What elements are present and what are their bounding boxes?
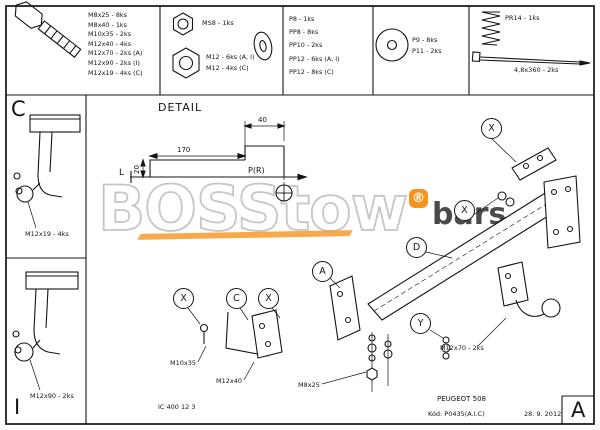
vehicle-model: PEUGEOT 508 [437, 395, 486, 403]
callout-x-mid: X [454, 200, 475, 221]
part-qty-label: P9 - 8ks [412, 36, 438, 44]
detail-dim-20: 20 [133, 165, 141, 174]
bracket-drawing-c [13, 114, 81, 229]
nut-large-qty-list: M12 - 6ks (A, I) M12 - 4ks (C) [206, 52, 254, 74]
callout-d: D [406, 237, 427, 258]
bolt-qty-list: M8x25 - 8ks M8x40 - 1ks M10x35 - 2ks M12… [88, 11, 143, 78]
washer-qty-list: P8 - 1ks PP8 - 8ks PP10 - 2ks PP12 - 6ks… [289, 13, 340, 79]
spring-qty-label: PR14 - 1ks [505, 14, 540, 22]
part-qty-label: M8x25 - 8ks [88, 11, 127, 19]
detail-dim-40: 40 [258, 116, 267, 124]
part-qty-label: M12 - 6ks (A, I) [206, 53, 255, 61]
nut-icon-small [172, 12, 194, 36]
washer-icon [253, 31, 273, 61]
panel-i-part-label: M12x90 - 2ks [30, 392, 74, 400]
assembly-label-m8x25: M8x25 [298, 381, 320, 389]
nut-small-qty-label: MS8 - 1ks [202, 19, 234, 27]
large-washer-icon [375, 28, 409, 62]
callout-a: A [312, 261, 333, 282]
large-washer-qty-list: P9 - 8ks P11 - 2ks [412, 35, 441, 57]
doc-number: IC 400 12 3 [158, 403, 196, 411]
assembly-label-m12x40: M12x40 [216, 377, 242, 385]
bracket-drawing-i [12, 271, 79, 391]
callout-x-left: X [173, 288, 194, 309]
part-qty-label: PP12 - 6ks (A, I) [289, 54, 340, 63]
doc-date: 28. 9. 2012 [524, 410, 562, 418]
detail-drawing [130, 121, 308, 202]
product-code: Kód: P0435(A.I.C) [428, 410, 485, 418]
callout-x-center: X [258, 288, 279, 309]
detail-point-mark: P(R) [248, 166, 265, 175]
nut-icon-large [172, 47, 200, 79]
long-screw-icon [471, 51, 591, 66]
watermark-logo: BOSStow®bars [97, 171, 506, 246]
border-grid [5, 5, 595, 425]
long-screw-qty-label: 4,8x360 - 2ks [514, 66, 559, 74]
part-qty-label: M12x19 - 4ks (C) [88, 68, 143, 77]
part-qty-label: PP12 - 8ks (C) [289, 67, 334, 76]
registered-mark-icon: ® [409, 189, 428, 208]
part-qty-label: PP8 - 8ks [289, 28, 319, 37]
part-qty-label: M12x70 - 2ks (A) [88, 49, 143, 58]
part-qty-label: P8 - 1ks [289, 15, 315, 23]
spring-icon [481, 11, 501, 46]
part-qty-label: PP10 - 2ks [289, 41, 323, 50]
assembly-label-m12x70: M12x70 - 2ks [440, 344, 484, 352]
callout-y: Y [410, 313, 431, 334]
part-qty-label: M12 - 4ks (C) [206, 64, 249, 72]
section-letter-i: I [14, 395, 21, 419]
detail-left-mark: L [119, 168, 125, 178]
part-qty-label: P11 - 2ks [412, 47, 442, 55]
detail-dim-170: 170 [177, 146, 191, 154]
callout-c: C [226, 288, 247, 309]
callout-x-top: X [481, 118, 502, 139]
section-letter-c: C [11, 97, 26, 121]
part-qty-label: M12x90 - 2ks (I) [88, 58, 140, 67]
part-qty-label: M10x35 - 2ks [88, 30, 132, 39]
section-letter-a: A [571, 398, 586, 422]
assembly-drawing [187, 137, 581, 392]
assembly-label-m10x35: M10x35 [170, 359, 196, 367]
part-qty-label: M12x40 - 4ks [88, 39, 132, 48]
part-qty-label: M8x40 - 1ks [88, 20, 127, 29]
detail-title: DETAIL [158, 101, 203, 114]
bolt-icon [14, 1, 82, 58]
panel-c-part-label: M12x19 - 4ks [25, 230, 69, 238]
